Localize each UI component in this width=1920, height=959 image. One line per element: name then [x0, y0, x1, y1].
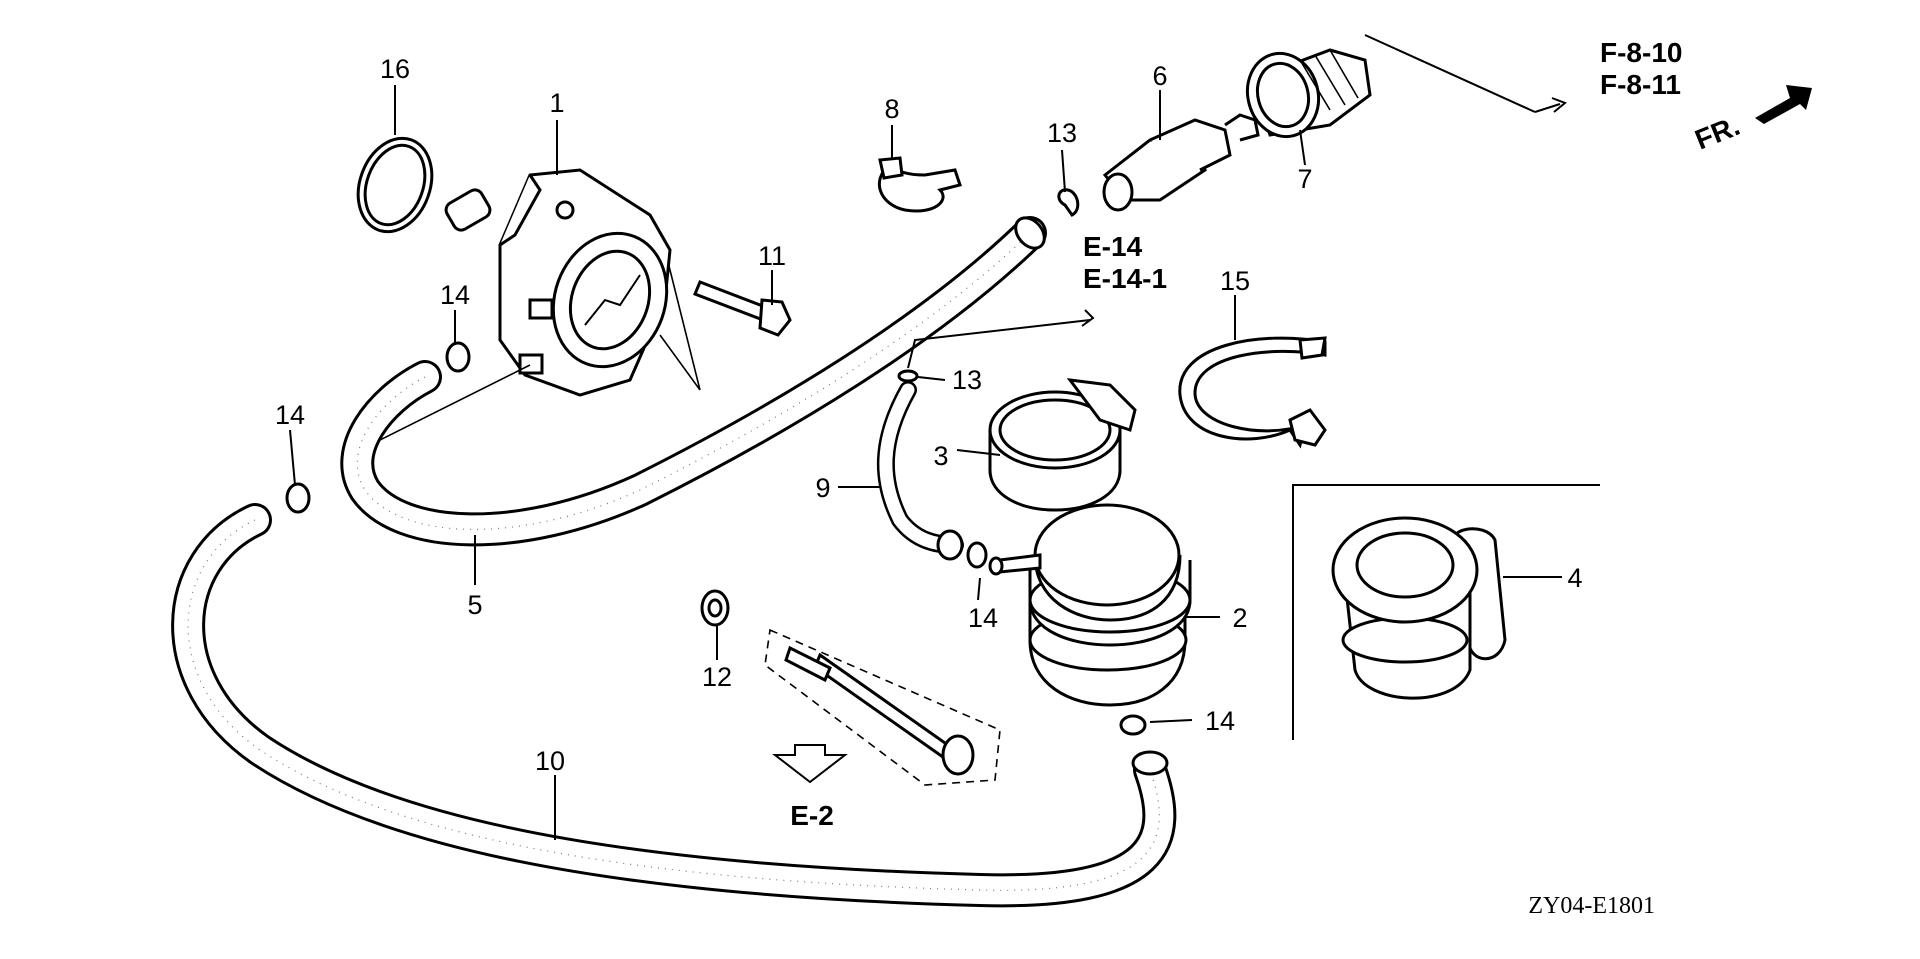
reference-labels: F-8-10 F-8-11 FR. E-14 E-14-1 E-2 ZY04-E… [790, 37, 1744, 919]
o-ring-16 [356, 136, 434, 234]
hose-5 [340, 216, 1047, 547]
clip-13-upper [1057, 188, 1080, 217]
down-arrow-icon [772, 744, 848, 784]
ref-e-2: E-2 [790, 800, 834, 831]
clip-14-pump [445, 341, 471, 373]
band-15 [1178, 336, 1327, 449]
callout-8: 8 [884, 94, 899, 124]
callout-7: 7 [1297, 164, 1312, 194]
fuel-pump-1 [379, 168, 701, 441]
fuel-joint-6 [1102, 113, 1260, 212]
clip-14-left [285, 482, 311, 514]
callout-10: 10 [535, 746, 565, 776]
callout-11: 11 [758, 241, 786, 271]
callout-16: 16 [380, 54, 410, 84]
clip-14-filter-bottom [1119, 714, 1147, 736]
front-direction-arrow-icon [1755, 85, 1812, 124]
hose-10 [171, 503, 1177, 908]
callout-labels: 1 2 3 4 5 6 7 8 9 10 11 12 13 13 14 14 1… [275, 54, 1583, 776]
callout-15: 15 [1220, 266, 1250, 296]
callout-5: 5 [467, 590, 482, 620]
ref-e-14-1: E-14-1 [1083, 263, 1167, 294]
connector-7 [1245, 48, 1372, 139]
diagram-code: ZY04-E1801 [1528, 893, 1655, 919]
clip-14-filter-top [966, 541, 988, 569]
callout-2: 2 [1232, 603, 1247, 633]
band-3 [988, 378, 1137, 512]
bolt-11 [693, 280, 792, 337]
clip-8 [877, 156, 962, 213]
fuel-filter-2 [988, 503, 1192, 707]
callout-13-lower: 13 [952, 365, 982, 395]
callout-14-left: 14 [275, 400, 305, 430]
front-direction-label: FR. [1691, 110, 1744, 156]
callout-14-pump: 14 [440, 280, 470, 310]
clip-13-lower [897, 369, 919, 383]
callout-14-filter-top: 14 [968, 603, 998, 633]
leader-lines [289, 34, 1567, 840]
ref-f-8-10: F-8-10 [1600, 37, 1682, 68]
callout-12: 12 [702, 662, 732, 692]
callout-3: 3 [933, 441, 948, 471]
callout-13-upper: 13 [1047, 118, 1077, 148]
callout-6: 6 [1152, 61, 1167, 91]
callout-1: 1 [549, 88, 564, 118]
callout-4: 4 [1567, 563, 1582, 593]
ref-f-8-11: F-8-11 [1600, 69, 1681, 100]
callout-9: 9 [815, 473, 830, 503]
inset-part-4 [1292, 484, 1600, 740]
grommet-12 [700, 589, 730, 627]
tube-9 [876, 381, 964, 561]
callout-14-filter-bottom: 14 [1205, 706, 1235, 736]
ref-e-14: E-14 [1083, 231, 1143, 262]
bolt-e2 [764, 628, 1001, 786]
